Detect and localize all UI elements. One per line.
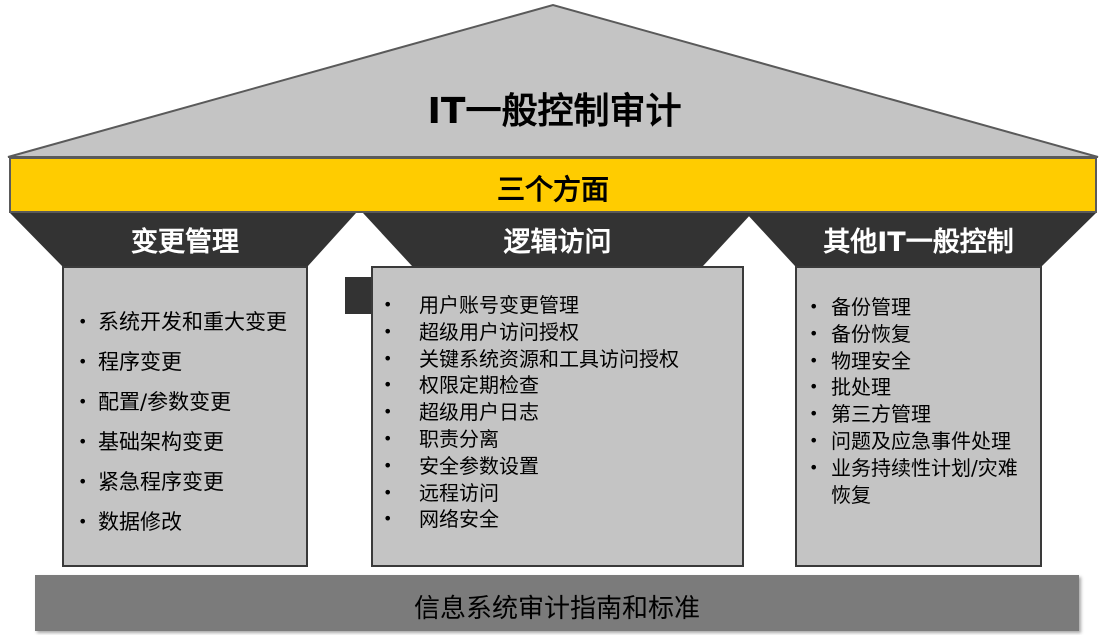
pillar-head-access bbox=[363, 213, 752, 266]
list-item: •网络安全 bbox=[383, 507, 499, 532]
list-item: •备份管理 bbox=[809, 295, 911, 319]
pillar-box-other: •备份管理 •备份恢复 •物理安全 •批处理 •第三方管理 •问题及应急事件处理… bbox=[795, 266, 1042, 567]
change-items-list: •系统开发和重大变更 •程序变更 •配置/参数变更 •基础架构变更 •紧急程序变… bbox=[78, 302, 306, 542]
roof-triangle bbox=[7, 3, 1099, 158]
list-item: •问题及应急事件处理 bbox=[809, 428, 1011, 453]
list-item: •物理安全 bbox=[809, 348, 911, 373]
other-items-list: •备份管理 •备份恢复 •物理安全 •批处理 •第三方管理 •问题及应急事件处理… bbox=[809, 294, 1032, 508]
list-item: •用户账号变更管理 bbox=[383, 293, 579, 317]
list-item: •基础架构变更 bbox=[78, 430, 224, 454]
pillar-heading-other: 其他IT一般控制 bbox=[823, 227, 1014, 258]
list-item: •配置/参数变更 bbox=[78, 390, 232, 414]
access-items-list: •用户账号变更管理 •超级用户访问授权 •关键系统资源和工具访问授权 •权限定期… bbox=[383, 292, 742, 533]
pillar-heading-access: 逻辑访问 bbox=[503, 227, 612, 258]
list-item: •系统开发和重大变更 bbox=[78, 310, 287, 334]
list-item: •职责分离 bbox=[383, 426, 499, 451]
aspects-label: 三个方面 bbox=[496, 173, 609, 206]
pillar-box-change: •系统开发和重大变更 •程序变更 •配置/参数变更 •基础架构变更 •紧急程序变… bbox=[62, 266, 308, 567]
list-item: •安全参数设置 bbox=[383, 453, 539, 478]
list-item: •权限定期检查 bbox=[383, 373, 539, 398]
list-item: •关键系统资源和工具访问授权 bbox=[383, 346, 679, 371]
list-item: •远程访问 bbox=[383, 480, 499, 505]
list-item: •业务持续性计划/灾难恢复 bbox=[809, 455, 1018, 507]
roof-title: IT一般控制审计 bbox=[427, 91, 682, 132]
list-item: •超级用户日志 bbox=[383, 400, 539, 425]
foundation-label: 信息系统审计指南和标准 bbox=[413, 594, 700, 624]
pillar-heading-change: 变更管理 bbox=[131, 227, 239, 258]
list-item: •批处理 bbox=[809, 375, 891, 400]
pillar-head-other bbox=[746, 213, 1096, 266]
list-item: •备份恢复 bbox=[809, 321, 911, 346]
list-item: •程序变更 bbox=[78, 350, 182, 374]
aspects-band bbox=[9, 157, 1097, 213]
foundation-base bbox=[35, 575, 1079, 631]
pillar-box-access: •用户账号变更管理 •超级用户访问授权 •关键系统资源和工具访问授权 •权限定期… bbox=[371, 266, 744, 567]
list-item: •数据修改 bbox=[78, 510, 182, 534]
pillar-tab-marker bbox=[345, 277, 373, 314]
list-item: •超级用户访问授权 bbox=[383, 319, 579, 344]
list-item: •紧急程序变更 bbox=[78, 470, 224, 494]
pillar-head-change bbox=[10, 213, 356, 266]
list-item: •第三方管理 bbox=[809, 402, 931, 427]
